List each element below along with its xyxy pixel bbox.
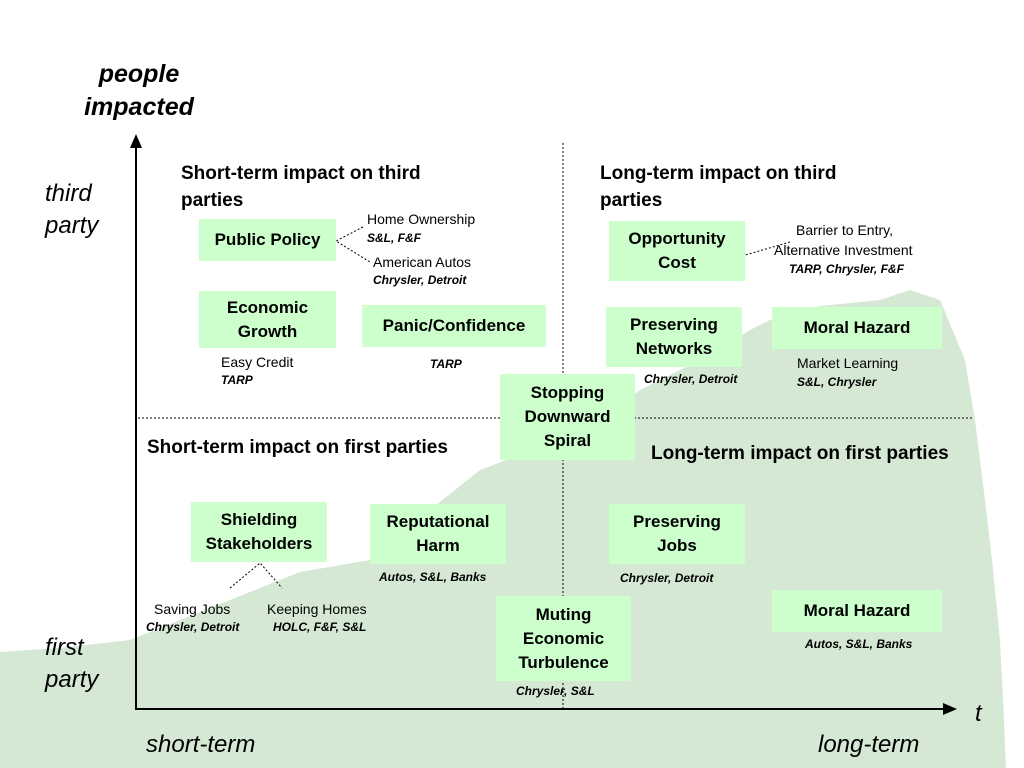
- example-saving-jobs: Chrysler, Detroit: [146, 620, 240, 634]
- x-axis-label-left: short-term: [146, 731, 256, 758]
- box-public-policy: Public Policy: [199, 219, 336, 261]
- box-preserving-networks: Preserving Networks: [606, 307, 742, 367]
- note-saving-jobs: Saving Jobs: [154, 601, 231, 617]
- box-panic-confidence: Panic/Confidence: [362, 305, 546, 347]
- x-axis-title: t: [975, 700, 982, 727]
- box-reputational-harm: Reputational Harm: [370, 504, 506, 564]
- y-axis-label-bottom: first party: [45, 634, 99, 693]
- example-panic: TARP: [430, 357, 462, 371]
- box-moral-hazard-bottom: Moral Hazard: [772, 590, 942, 632]
- note-home-ownership: Home Ownership: [367, 211, 476, 227]
- note-market-learning: Market Learning: [797, 355, 899, 371]
- example-market-learning: S&L, Chrysler: [797, 375, 877, 389]
- x-axis-label-right: long-term: [818, 731, 920, 758]
- box-muting-economic-turbulence: Muting Economic Turbulence: [496, 596, 631, 681]
- x-axis-arrow-icon: [943, 703, 957, 715]
- example-keeping-homes: HOLC, F&F, S&L: [273, 620, 367, 634]
- note-keeping-homes: Keeping Homes: [267, 601, 367, 617]
- example-muting: Chrysler, S&L: [516, 684, 595, 698]
- box-stopping-downward-spiral: Stopping Downward Spiral: [500, 374, 635, 460]
- box-opportunity-cost: Opportunity Cost: [609, 221, 745, 281]
- example-preserving-jobs: Chrysler, Detroit: [620, 571, 714, 585]
- example-home-ownership: S&L, F&F: [367, 231, 421, 245]
- example-moral-hazard-bottom: Autos, S&L, Banks: [805, 637, 913, 651]
- quadrant-heading-top-left: Short-term impact on third parties: [181, 163, 421, 211]
- example-american-autos: Chrysler, Detroit: [373, 273, 467, 287]
- example-reputational-harm: Autos, S&L, Banks: [379, 570, 487, 584]
- example-easy-credit: TARP: [221, 373, 253, 387]
- note-american-autos: American Autos: [373, 254, 472, 270]
- y-axis-arrow-icon: [130, 134, 142, 148]
- y-axis-label-top: third party: [45, 180, 99, 239]
- note-easy-credit: Easy Credit: [221, 354, 294, 370]
- quadrant-heading-bottom-left: Short-term impact on first parties: [147, 437, 448, 458]
- y-axis-title: people impacted: [84, 60, 194, 121]
- note-barrier-line1: Barrier to Entry,: [796, 222, 893, 238]
- quadrant-heading-bottom-right: Long-term impact on first parties: [651, 443, 949, 464]
- box-preserving-jobs: Preserving Jobs: [609, 504, 745, 564]
- example-preserving-networks: Chrysler, Detroit: [644, 372, 738, 386]
- box-moral-hazard-top: Moral Hazard: [772, 307, 942, 349]
- quadrant-heading-top-right: Long-term impact on third parties: [600, 163, 837, 211]
- example-barrier: TARP, Chrysler, F&F: [789, 262, 904, 276]
- box-shielding-stakeholders: Shielding Stakeholders: [191, 502, 327, 562]
- connector-lines: [229, 226, 791, 589]
- note-barrier-line2: Alternative Investment: [774, 242, 913, 258]
- box-economic-growth: Economic Growth: [199, 291, 336, 348]
